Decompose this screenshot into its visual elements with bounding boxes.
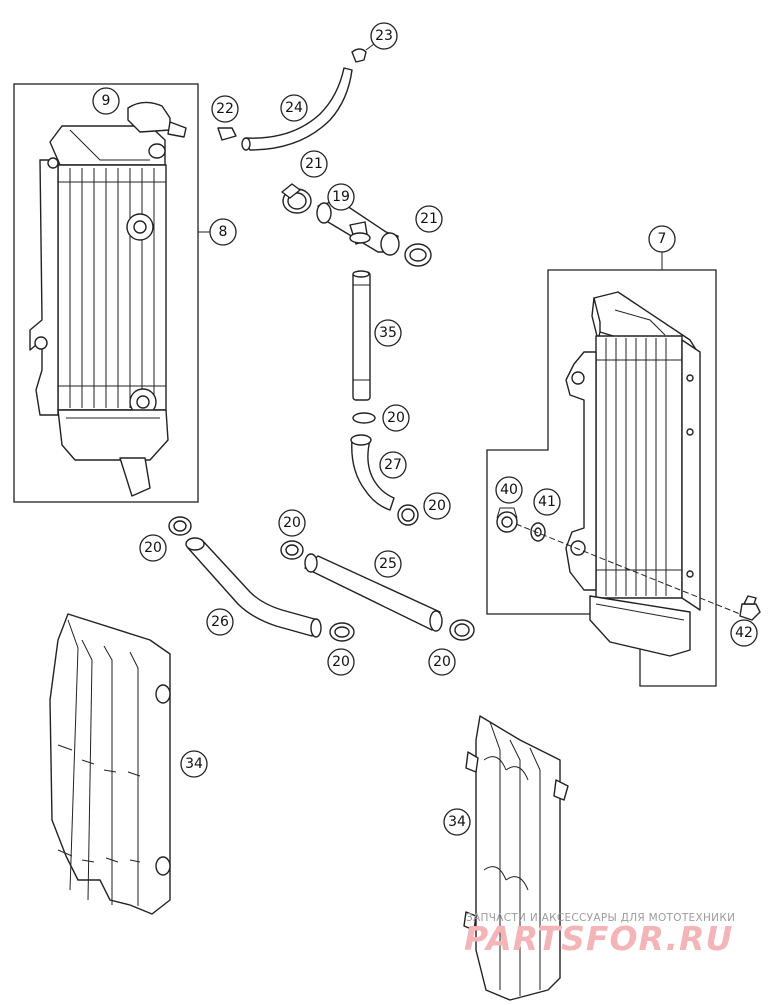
- vent-hose-24[interactable]: [241, 67, 353, 151]
- callout-22: 22: [211, 95, 239, 123]
- callout-20f: 20: [428, 648, 456, 676]
- callout-42: 42: [730, 619, 758, 647]
- callout-41: 41: [533, 488, 561, 516]
- svg-text:34: 34: [448, 814, 466, 830]
- svg-text:41: 41: [538, 494, 556, 510]
- svg-text:42: 42: [735, 625, 753, 641]
- svg-text:19: 19: [332, 189, 350, 205]
- rubber-grommet-40[interactable]: [496, 507, 518, 533]
- callout-20a: 20: [382, 404, 410, 432]
- hose-clamp-20a[interactable]: [352, 412, 376, 424]
- callout-20d: 20: [278, 509, 306, 537]
- callout-26: 26: [206, 608, 234, 636]
- svg-text:20: 20: [144, 540, 162, 556]
- svg-text:20: 20: [283, 515, 301, 531]
- callout-9: 9: [92, 87, 120, 115]
- callout-20c: 20: [139, 534, 167, 562]
- callout-20b: 20: [423, 492, 451, 520]
- callout-40: 40: [495, 476, 523, 504]
- callout-25: 25: [374, 550, 402, 578]
- hose-clamp-21a[interactable]: [281, 183, 312, 214]
- callout-24: 24: [280, 94, 308, 122]
- callout-19: 19: [327, 183, 355, 211]
- hose-clip-22[interactable]: [217, 127, 237, 141]
- t-piece-19[interactable]: [316, 199, 400, 256]
- watermark-brand: PARTSFOR.RU: [464, 919, 733, 958]
- callout-35: 35: [374, 319, 402, 347]
- left-radiator-frame: [13, 83, 199, 503]
- svg-text:20: 20: [332, 654, 350, 670]
- svg-text:40: 40: [500, 482, 518, 498]
- right-radiator-group: [486, 252, 761, 687]
- hose-clamp-20b[interactable]: [397, 504, 419, 526]
- callout-21b: 21: [415, 205, 443, 233]
- radiator-guard-right[interactable]: [463, 715, 569, 1001]
- hose-clip-23[interactable]: [351, 43, 375, 63]
- hose-clamp-21b[interactable]: [404, 243, 432, 267]
- callout-21a: 21: [300, 150, 328, 178]
- hose-27[interactable]: [350, 434, 395, 511]
- watermark-tagline: ЗАПЧАСТИ И АКСЕССУАРЫ ДЛЯ МОТОТЕХНИКИ: [466, 912, 735, 924]
- svg-text:25: 25: [379, 556, 397, 572]
- bolt-42[interactable]: [739, 595, 761, 621]
- hose-26[interactable]: [185, 537, 322, 638]
- svg-text:8: 8: [219, 224, 228, 240]
- svg-text:21: 21: [420, 211, 438, 227]
- svg-text:21: 21: [305, 156, 323, 172]
- svg-text:20: 20: [433, 654, 451, 670]
- right-radiator[interactable]: [565, 291, 701, 657]
- callout-34a: 34: [180, 750, 208, 778]
- svg-text:20: 20: [428, 498, 446, 514]
- svg-text:22: 22: [216, 101, 234, 117]
- left-radiator[interactable]: [29, 101, 187, 497]
- hose-clamp-20c[interactable]: [168, 516, 192, 536]
- washer-41[interactable]: [530, 522, 546, 542]
- callout-7: 7: [648, 225, 676, 253]
- coolant-tube-35[interactable]: [352, 270, 371, 401]
- left-radiator-group: [13, 83, 210, 503]
- callout-34b: 34: [443, 808, 471, 836]
- callout-23: 23: [370, 22, 398, 50]
- callout-8: 8: [209, 218, 237, 246]
- hose-clamp-20d[interactable]: [280, 540, 304, 560]
- svg-text:27: 27: [384, 457, 402, 473]
- radiator-guard-left[interactable]: [49, 613, 171, 915]
- svg-text:20: 20: [387, 410, 405, 426]
- watermark: ЗАПЧАСТИ И АКСЕССУАРЫ ДЛЯ МОТОТЕХНИКИ PA…: [464, 912, 735, 958]
- svg-text:9: 9: [102, 93, 111, 109]
- svg-text:7: 7: [658, 231, 667, 247]
- hose-clamp-20f[interactable]: [449, 619, 475, 641]
- hose-clamp-20e[interactable]: [329, 622, 355, 642]
- svg-text:24: 24: [285, 100, 303, 116]
- svg-text:35: 35: [379, 325, 397, 341]
- callout-27: 27: [379, 451, 407, 479]
- svg-text:34: 34: [185, 756, 203, 772]
- callout-20e: 20: [327, 648, 355, 676]
- svg-text:26: 26: [211, 614, 229, 630]
- svg-text:23: 23: [375, 28, 393, 44]
- hose-25[interactable]: [304, 553, 443, 632]
